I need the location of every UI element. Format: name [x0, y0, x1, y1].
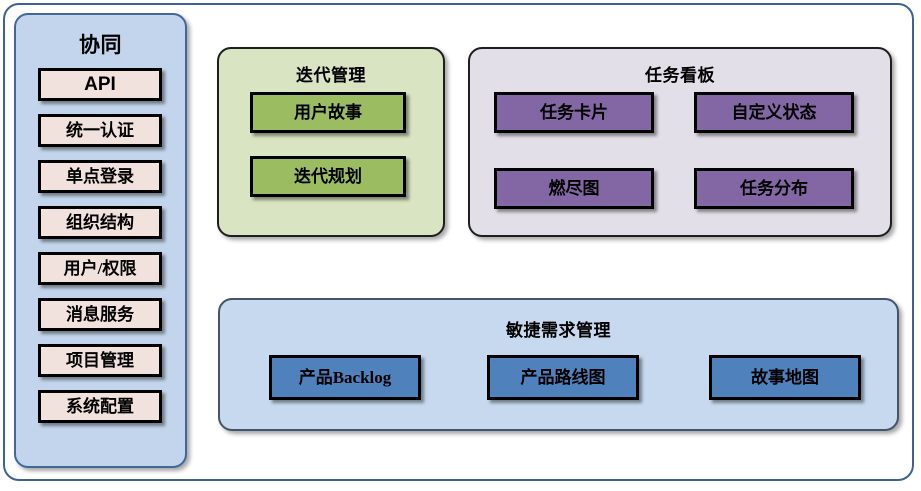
sidebar-item-project-management[interactable]: 项目管理 — [38, 344, 162, 377]
taskboard-item-task-card[interactable]: 任务卡片 — [494, 92, 654, 133]
sidebar-item-user-permission[interactable]: 用户/权限 — [38, 252, 162, 285]
taskboard-item-custom-status[interactable]: 自定义状态 — [694, 92, 854, 133]
agile-item-product-roadmap[interactable]: 产品路线图 — [487, 355, 639, 400]
panel-agile-requirements-title: 敏捷需求管理 — [506, 321, 611, 340]
iteration-item-iteration-planning[interactable]: 迭代规划 — [250, 156, 406, 197]
agile-item-product-backlog[interactable]: 产品Backlog — [269, 355, 421, 400]
sidebar-item-system-config[interactable]: 系统配置 — [38, 390, 162, 423]
sidebar-item-api[interactable]: API — [38, 68, 162, 101]
sidebar-item-unified-auth[interactable]: 统一认证 — [38, 114, 162, 147]
sidebar-item-org-structure[interactable]: 组织结构 — [38, 206, 162, 239]
panel-task-board-title: 任务看板 — [645, 66, 715, 85]
taskboard-item-burndown-chart[interactable]: 燃尽图 — [494, 168, 654, 209]
agile-item-story-map[interactable]: 故事地图 — [709, 355, 861, 400]
sidebar-item-single-sign-on[interactable]: 单点登录 — [38, 160, 162, 193]
panel-iteration-management-title: 迭代管理 — [296, 66, 366, 85]
panel-collaboration-title: 协同 — [79, 34, 122, 57]
taskboard-item-task-distribution[interactable]: 任务分布 — [694, 168, 854, 209]
iteration-item-user-story[interactable]: 用户故事 — [250, 92, 406, 133]
panel-iteration-management: 迭代管理 — [217, 47, 445, 237]
sidebar-item-message-service[interactable]: 消息服务 — [38, 298, 162, 331]
